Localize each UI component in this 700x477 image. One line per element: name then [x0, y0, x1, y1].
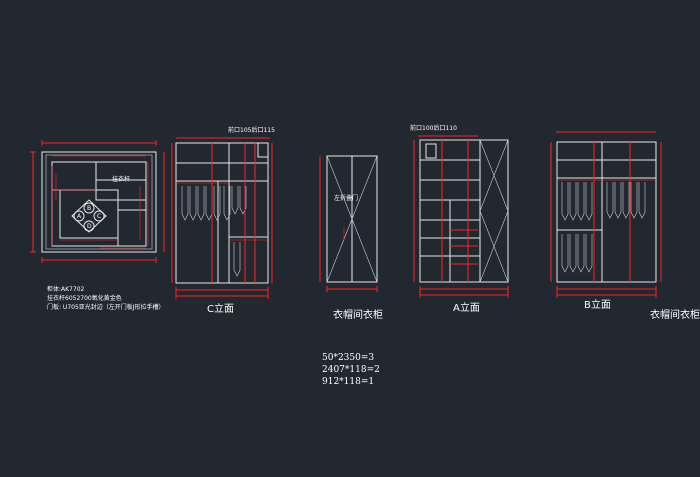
- note-door: 门板: U705亚光封边（左开门板J形拉手槽）: [47, 303, 165, 311]
- door-label: 左折叠门: [334, 194, 358, 202]
- plan-dimensions: [30, 140, 165, 263]
- elevation-c-title: C立面: [207, 302, 234, 315]
- tag-b: B: [87, 205, 91, 212]
- quantity-line-1: 50*2350=3: [322, 353, 374, 363]
- floor-plan: 挂衣杆 B A C D 柜体:AK7702 挂衣杆6052700氧化黄金色 门板…: [30, 140, 165, 311]
- elevation-b-title: B立面: [584, 298, 611, 311]
- note-cabinet: 柜体:AK7702: [47, 285, 85, 293]
- tag-c: C: [97, 213, 101, 220]
- elevation-b: B立面 衣帽间衣柜: [550, 131, 700, 321]
- quantity-line-3: 912*118=1: [322, 377, 374, 387]
- hang-rod-label: 挂衣杆: [112, 175, 130, 183]
- elevation-a: 前口100后口110 A立面: [410, 124, 509, 314]
- elevation-a-top-note: 前口100后口110: [410, 124, 457, 132]
- elevation-c: 前口105后口115 C立面: [171, 126, 275, 315]
- quantity-list: 50*2350=3 2407*118=2 912*118=1: [322, 353, 380, 387]
- quantity-line-2: 2407*118=2: [322, 365, 380, 375]
- caption-1: 衣帽间衣柜: [333, 308, 383, 321]
- orientation-diamond: B A C D: [71, 199, 107, 233]
- tag-d: D: [87, 223, 92, 230]
- elevation-a-title: A立面: [453, 301, 480, 314]
- folding-door-elevation: 左折叠门 衣帽间衣柜: [319, 155, 383, 321]
- elevation-c-top-note: 前口105后口115: [228, 126, 275, 134]
- caption-2: 衣帽间衣柜: [650, 308, 700, 321]
- note-rod: 挂衣杆6052700氧化黄金色: [47, 294, 122, 302]
- tag-a: A: [77, 213, 82, 220]
